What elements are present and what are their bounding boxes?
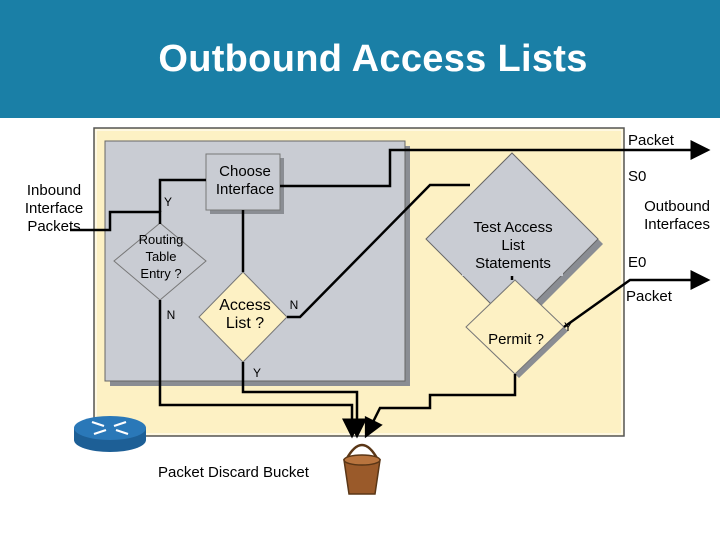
- permit-yes-label: Y: [563, 320, 572, 334]
- access-no-label: N: [289, 298, 299, 312]
- router-icon: [74, 416, 146, 452]
- page-title: Outbound Access Lists: [158, 38, 588, 80]
- permit-no-line: [364, 374, 517, 439]
- permit-to-e0: [563, 270, 711, 329]
- routing-no-label: N: [166, 308, 176, 322]
- packet-right-label: Packet: [626, 288, 672, 305]
- discard-bucket-label: Packet Discard Bucket: [158, 464, 309, 481]
- inbound-arrow: [70, 210, 162, 232]
- access-list-label: Access List ?: [219, 297, 271, 332]
- routing-table-label: Routing Table Entry ?: [138, 232, 184, 281]
- flow-diagram: [70, 127, 711, 495]
- choose-interface-label: Choose Interface: [215, 163, 275, 198]
- packet-top-label: Packet: [628, 132, 674, 149]
- choose-to-s0: [280, 140, 711, 188]
- s0-label: S0: [628, 168, 647, 185]
- inbound-label: Inbound Interface Packets: [24, 182, 84, 235]
- permit-label: Permit ?: [488, 331, 544, 348]
- access-yes-label: Y: [252, 366, 261, 380]
- access-yes-line: [241, 362, 367, 439]
- test-statements-label: Test Access List Statements: [473, 219, 553, 272]
- choose-interface-box: [205, 153, 281, 211]
- e0-label: E0: [628, 254, 647, 271]
- routing-to-choose: [158, 178, 206, 212]
- header-bar: [0, 0, 720, 118]
- discard-bucket-icon: [343, 443, 381, 495]
- access-no-line: [287, 183, 470, 319]
- outbound-interfaces-label: Outbound Interfaces: [644, 198, 710, 233]
- routing-yes-label: Y: [163, 195, 172, 209]
